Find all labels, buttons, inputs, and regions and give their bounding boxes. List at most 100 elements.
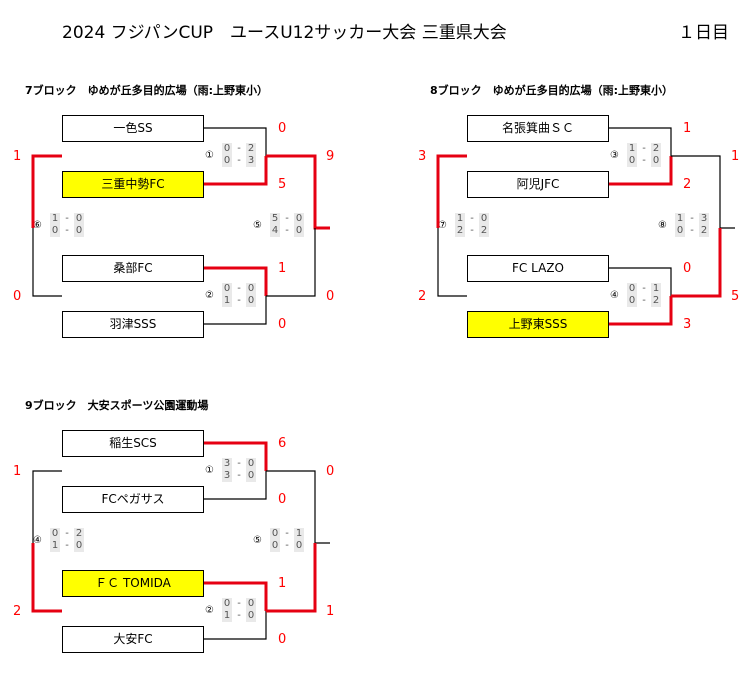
pk-goal: 1 <box>222 610 232 622</box>
team-box[interactable]: 三重中勢FC <box>62 171 204 198</box>
pk-goal: 1 <box>675 213 685 225</box>
bracket-line <box>266 154 330 230</box>
score-label: 1 <box>731 149 740 164</box>
score-label: 0 <box>278 121 287 136</box>
pk-dash: - <box>237 155 241 166</box>
bracket-line <box>266 543 317 613</box>
match-number: ⑤ <box>253 220 262 231</box>
bracket-line <box>609 156 673 186</box>
bracket-line <box>437 228 467 297</box>
score-label: 0 <box>683 261 692 276</box>
page-title: 2024 フジパンCUP ユースU12サッカー大会 三重県大会 <box>62 23 507 43</box>
pk-dash: - <box>237 143 241 154</box>
pk-goal: 0 <box>222 155 232 167</box>
team-box[interactable]: 桑部FC <box>62 255 204 282</box>
pk-goal: 1 <box>50 213 60 225</box>
match-number: ④ <box>33 535 42 546</box>
pk-dash: - <box>470 225 474 236</box>
team-box[interactable]: ＦＣ TOMIDA <box>62 570 204 597</box>
team-box[interactable]: 名張箕曲ＳＣ <box>467 115 609 142</box>
pk-goal: 0 <box>246 470 256 482</box>
pk-dash: - <box>65 528 69 539</box>
score-label: 1 <box>13 149 22 164</box>
score-label: 0 <box>278 632 287 647</box>
score-label: 0 <box>278 492 287 507</box>
pk-goal: 0 <box>74 540 84 552</box>
pk-dash: - <box>237 610 241 621</box>
pk-goal: 3 <box>699 213 709 225</box>
pk-dash: - <box>285 213 289 224</box>
bracket-line <box>204 471 267 500</box>
team-box[interactable]: 稲生SCS <box>62 430 204 457</box>
pk-dash: - <box>642 283 646 294</box>
pk-goal: 0 <box>651 155 661 167</box>
match-number: ① <box>205 150 214 161</box>
bracket-line <box>204 611 267 640</box>
team-box[interactable]: FCペガサス <box>62 486 204 513</box>
pk-goal: 2 <box>74 528 84 540</box>
pk-goal: 2 <box>479 225 489 237</box>
bracket-line <box>266 228 316 297</box>
score-label: 3 <box>418 149 427 164</box>
bracket-line <box>671 155 735 229</box>
score-label: 2 <box>683 177 692 192</box>
match-number: ④ <box>610 290 619 301</box>
pk-dash: - <box>65 225 69 236</box>
pk-goal: 0 <box>675 225 685 237</box>
pk-goal: 0 <box>222 598 232 610</box>
bracket-line <box>609 127 672 156</box>
pk-goal: 0 <box>246 598 256 610</box>
bracket-line <box>204 266 268 296</box>
match-number: ② <box>205 290 214 301</box>
pk-goal: 1 <box>222 295 232 307</box>
block-heading: 9ブロック 大安スポーツ公園運動場 <box>25 399 209 412</box>
pk-goal: 2 <box>246 143 256 155</box>
team-box[interactable]: FC LAZO <box>467 255 609 282</box>
bracket-line <box>266 470 330 544</box>
pk-goal: 5 <box>270 213 280 225</box>
pk-goal: 2 <box>651 143 661 155</box>
pk-goal: 0 <box>246 283 256 295</box>
pk-goal: 1 <box>294 528 304 540</box>
score-label: 1 <box>326 604 335 619</box>
pk-dash: - <box>65 540 69 551</box>
pk-goal: 0 <box>74 225 84 237</box>
pk-dash: - <box>237 458 241 469</box>
score-label: 0 <box>13 289 22 304</box>
bracket-line <box>32 470 62 543</box>
pk-goal: 0 <box>222 143 232 155</box>
pk-goal: 2 <box>455 225 465 237</box>
score-label: 0 <box>326 289 335 304</box>
pk-goal: 2 <box>699 225 709 237</box>
pk-dash: - <box>237 598 241 609</box>
team-box[interactable]: 上野東SSS <box>467 311 609 338</box>
team-box[interactable]: 羽津SSS <box>62 311 204 338</box>
bracket-line <box>31 543 62 613</box>
bracket-line <box>204 296 267 325</box>
team-box[interactable]: 一色SS <box>62 115 204 142</box>
pk-dash: - <box>285 528 289 539</box>
pk-goal: 0 <box>246 610 256 622</box>
pk-goal: 0 <box>479 213 489 225</box>
day-label: １日目 <box>678 23 729 43</box>
team-box[interactable]: 阿児JFC <box>467 171 609 198</box>
score-label: 0 <box>326 464 335 479</box>
match-number: ③ <box>610 150 619 161</box>
bracket-line <box>609 296 673 326</box>
bracket-line <box>436 154 467 228</box>
score-label: 0 <box>278 317 287 332</box>
pk-goal: 0 <box>222 283 232 295</box>
match-number: ⑤ <box>253 535 262 546</box>
team-box[interactable]: 大安FC <box>62 626 204 653</box>
pk-goal: 0 <box>294 540 304 552</box>
pk-goal: 0 <box>294 213 304 225</box>
